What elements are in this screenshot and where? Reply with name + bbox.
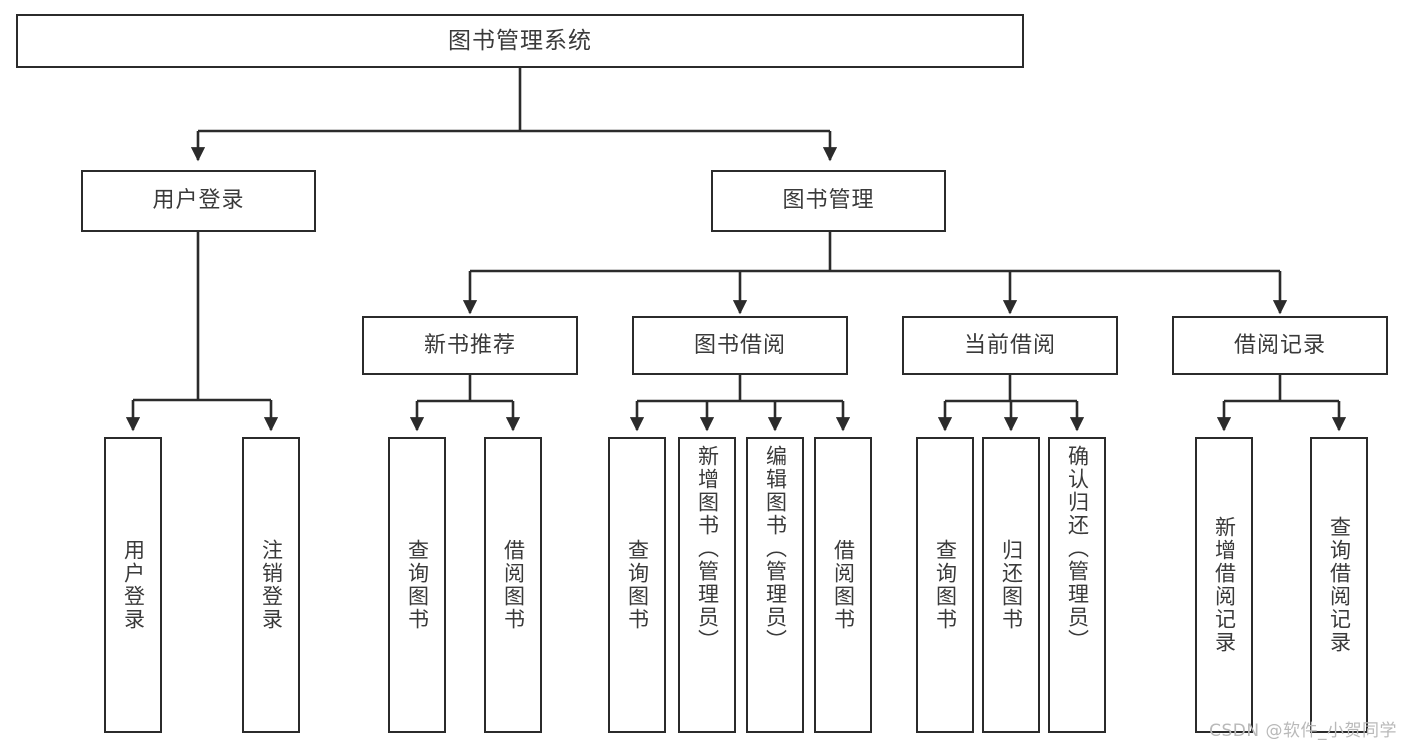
- node-label: 借阅图书: [501, 539, 526, 631]
- node-label: 注销登录: [259, 539, 284, 631]
- node-label: 新书推荐: [423, 332, 516, 358]
- leaf-user-login-logout[interactable]: 注销登录: [242, 437, 300, 733]
- node-label: 新增图书（管理员）: [695, 445, 720, 652]
- leaf-book-borrow-add[interactable]: 新增图书（管理员）: [678, 437, 736, 733]
- node-label: 查询图书: [625, 539, 650, 631]
- node-label: 新增借阅记录: [1212, 516, 1237, 654]
- node-label: 当前借阅: [963, 332, 1056, 358]
- watermark: CSDN @软件_小贺同学: [1209, 721, 1397, 741]
- node-book-borrow[interactable]: 图书借阅: [632, 316, 848, 375]
- leaf-current-borrow-query[interactable]: 查询图书: [916, 437, 974, 733]
- node-user-login[interactable]: 用户登录: [81, 170, 316, 232]
- node-borrow-record[interactable]: 借阅记录: [1172, 316, 1388, 375]
- leaf-current-borrow-return[interactable]: 归还图书: [982, 437, 1040, 733]
- leaf-book-borrow-edit[interactable]: 编辑图书（管理员）: [746, 437, 804, 733]
- node-label: 用户登录: [152, 188, 245, 214]
- leaf-borrow-record-query[interactable]: 查询借阅记录: [1310, 437, 1368, 733]
- leaf-current-borrow-confirm-return[interactable]: 确认归还（管理员）: [1048, 437, 1106, 733]
- node-label: 借阅图书: [831, 539, 856, 631]
- node-label: 图书管理: [782, 188, 875, 214]
- node-label: 查询图书: [933, 539, 958, 631]
- leaf-borrow-record-add[interactable]: 新增借阅记录: [1195, 437, 1253, 733]
- node-new-book-recommend[interactable]: 新书推荐: [362, 316, 578, 375]
- node-label: 编辑图书（管理员）: [763, 445, 788, 652]
- leaf-user-login-login[interactable]: 用户登录: [104, 437, 162, 733]
- node-label: 归还图书: [999, 539, 1024, 631]
- leaf-new-book-borrow[interactable]: 借阅图书: [484, 437, 542, 733]
- node-label: 图书管理系统: [448, 27, 592, 54]
- node-current-borrow[interactable]: 当前借阅: [902, 316, 1118, 375]
- node-book-management[interactable]: 图书管理: [711, 170, 946, 232]
- leaf-new-book-query[interactable]: 查询图书: [388, 437, 446, 733]
- node-label: 借阅记录: [1233, 332, 1326, 358]
- node-label: 查询借阅记录: [1327, 516, 1352, 654]
- node-label: 图书借阅: [693, 332, 786, 358]
- node-label: 确认归还（管理员）: [1065, 445, 1090, 652]
- leaf-book-borrow-borrow[interactable]: 借阅图书: [814, 437, 872, 733]
- node-root-system[interactable]: 图书管理系统: [16, 14, 1024, 68]
- leaf-book-borrow-query[interactable]: 查询图书: [608, 437, 666, 733]
- node-label: 用户登录: [121, 539, 146, 631]
- node-label: 查询图书: [405, 539, 430, 631]
